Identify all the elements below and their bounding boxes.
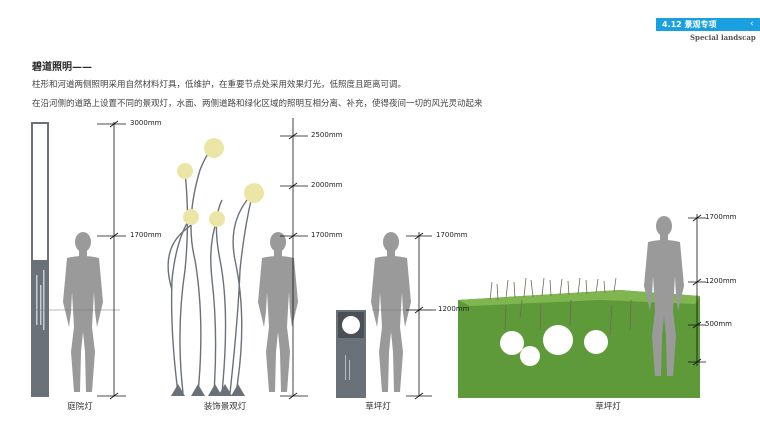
human-silhouette xyxy=(258,232,298,392)
lawn-lamp-group xyxy=(336,232,436,400)
dim-label-lawn-lamp-1: 1700mm xyxy=(436,231,468,239)
caption-lawn-globe-lamp: 草坪灯 xyxy=(595,402,621,412)
caption-courtyard-lamp: 庭院灯 xyxy=(67,402,93,412)
dim-label-decorative-2: 2000mm xyxy=(311,181,343,189)
description-line-1: 柱形和河道两侧照明采用自然材料灯具，低维护，在重要节点处采用效果灯光，低照度且距… xyxy=(32,80,407,90)
dim-label-decorative-3: 1700mm xyxy=(311,231,343,239)
dim-label-courtyard-2: 1700mm xyxy=(130,231,162,239)
dim-label-lawn-globe-3: 500mm xyxy=(705,320,732,328)
lawn-globe-group xyxy=(458,214,706,398)
courtyard-lamp-light-panel xyxy=(33,124,47,260)
caption-decorative-lamp: 装饰景观灯 xyxy=(203,402,247,412)
page-heading: 碧道照明—— xyxy=(32,62,92,73)
courtyard-lamp-group xyxy=(31,120,126,400)
section-tag: 4.12 景观专项 xyxy=(656,18,760,31)
dim-label-decorative-1: 2500mm xyxy=(311,131,343,139)
dim-label-lawn-globe-2: 1200mm xyxy=(705,277,737,285)
dim-label-courtyard-1: 3000mm xyxy=(130,119,162,127)
human-silhouette xyxy=(371,232,411,392)
human-silhouette xyxy=(63,232,103,392)
description-line-2: 在沿河侧的道路上设置不同的景观灯，水面、两侧道路和绿化区域的照明互相分离、补充，… xyxy=(32,99,483,109)
lawn-patch xyxy=(458,290,700,398)
decorative-lamp-group xyxy=(167,118,308,400)
caption-lawn-lamp: 草坪灯 xyxy=(365,402,391,412)
chevron-left-icon: ‹ xyxy=(750,19,754,29)
section-subtitle: Special landscap xyxy=(690,33,756,42)
dim-label-lawn-globe-1: 1700mm xyxy=(705,213,737,221)
dim-label-lawn-lamp-2: 1200mm xyxy=(438,305,470,313)
